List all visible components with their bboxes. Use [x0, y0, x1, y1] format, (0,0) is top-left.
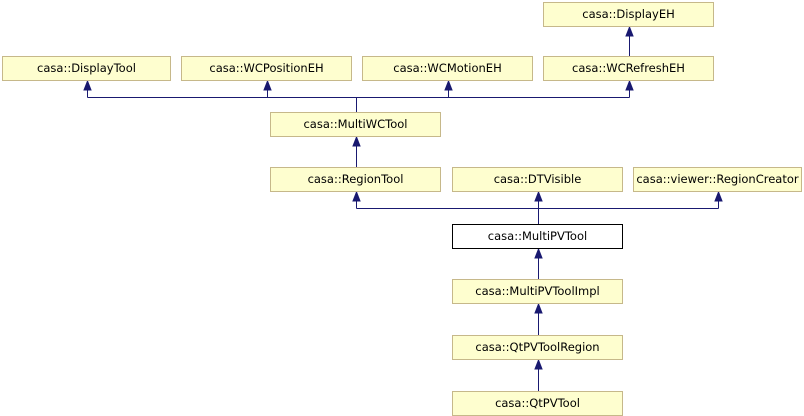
arrowhead-multi_pv_tool_impl: [534, 302, 543, 314]
arrowhead-display_eh: [625, 25, 634, 37]
node-casa-wcpositioneh[interactable]: casa::WCPositionEH: [181, 56, 352, 81]
node-casa-multipvtoolimpl[interactable]: casa::MultiPVToolImpl: [452, 279, 623, 304]
arrowhead-region_tool: [352, 190, 361, 202]
node-casa-dtvisible[interactable]: casa::DTVisible: [452, 167, 623, 192]
node-casa-viewer-regioncreator[interactable]: casa::viewer::RegionCreator: [633, 167, 802, 192]
arrowhead-wc_position_eh: [263, 79, 272, 91]
node-casa-qtpvtool[interactable]: casa::QtPVTool: [452, 391, 623, 416]
arrowhead-wc_refresh_eh: [625, 79, 634, 91]
node-casa-wcmotioneh[interactable]: casa::WCMotionEH: [362, 56, 533, 81]
node-casa-multiwctool[interactable]: casa::MultiWCTool: [270, 112, 441, 137]
arrowhead-multi_pv_tool: [534, 247, 543, 259]
arrowhead-display_tool: [83, 79, 92, 91]
node-casa-wcrefresheh[interactable]: casa::WCRefreshEH: [543, 56, 714, 81]
node-casa-displayeh[interactable]: casa::DisplayEH: [543, 2, 714, 27]
arrowhead-dt_visible: [534, 190, 543, 202]
arrowhead-region_creator: [714, 190, 723, 202]
arrowhead-qt_pv_tool_region: [534, 358, 543, 370]
node-casa-regiontool[interactable]: casa::RegionTool: [270, 167, 441, 192]
node-casa-qtpvtoolregion[interactable]: casa::QtPVToolRegion: [452, 335, 623, 360]
arrowhead-multi_wc_tool: [352, 135, 361, 147]
node-casa-displaytool[interactable]: casa::DisplayTool: [2, 56, 171, 81]
node-casa-multipvtool: casa::MultiPVTool: [452, 224, 623, 249]
arrowhead-wc_motion_eh: [444, 79, 453, 91]
